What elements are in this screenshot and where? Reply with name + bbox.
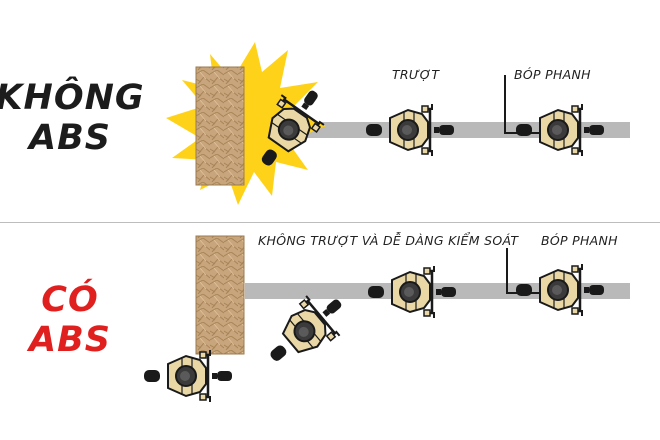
heading-without-abs: KHÔNG ABS: [0, 78, 145, 158]
heading-with-abs: CÓ ABS: [0, 280, 145, 360]
heading-with-abs-line2: ABS: [29, 320, 111, 360]
motorcycle-braking-bottom: [514, 262, 606, 318]
brake-marker-top: [504, 75, 540, 134]
wall-bottom: [195, 235, 245, 355]
motorcycle-braking-top: [514, 102, 606, 158]
heading-without-abs-line2: ABS: [29, 118, 111, 158]
section-divider: [0, 222, 660, 223]
motorcycle-straight: [366, 264, 458, 320]
label-brake-bottom: BÓP PHANH: [541, 233, 618, 248]
motorcycle-skidding: [364, 102, 456, 158]
heading-with-abs-line1: CÓ: [41, 280, 99, 320]
motorcycle-swerving-left: [142, 348, 234, 404]
brake-marker-bottom: [506, 248, 540, 294]
wall-top: [195, 66, 245, 186]
heading-without-abs-line1: KHÔNG: [0, 78, 145, 118]
label-control: KHÔNG TRƯỢT VÀ DỄ DÀNG KIỂM SOÁT: [258, 233, 519, 248]
crash-explosion: [166, 42, 326, 205]
label-brake-top: BÓP PHANH: [514, 67, 591, 82]
label-skid: TRƯỢT: [392, 67, 440, 82]
